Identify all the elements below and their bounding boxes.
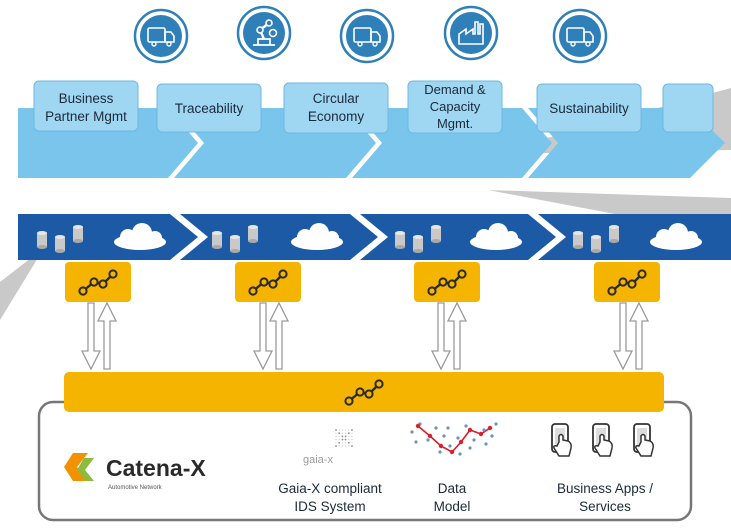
use-case-business-partner-mgmt: Business Partner Mgmt (33, 80, 139, 132)
data-model-graph-icon (410, 422, 498, 456)
use-case-label: Demand & (424, 82, 486, 97)
business-apps-label: Business Apps / (557, 481, 653, 496)
use-case-row: Business Partner Mgmt Traceability Circu… (33, 80, 714, 134)
data-model-label: Model (434, 499, 471, 514)
truck-icon (552, 8, 608, 64)
connector-tile (235, 262, 301, 302)
data-chevron (180, 214, 378, 260)
data-exchange-row (18, 214, 731, 260)
touch-phone-icon (551, 423, 573, 457)
top-icon-row (133, 5, 608, 64)
use-case-label: Business (59, 91, 114, 106)
gaia-x-system: gaia-x Gaia-X compliant IDS System (278, 429, 382, 514)
factory-icon (443, 5, 499, 61)
catena-x-tagline: Automotive Network (108, 485, 163, 491)
use-case-label: Mgmt. (437, 116, 473, 131)
up-down-arrow-icon (81, 302, 117, 370)
up-down-arrow-icon (613, 302, 649, 370)
data-chevron (538, 214, 731, 260)
catena-x-wordmark: Catena-X (106, 455, 206, 481)
bidirectional-arrows (81, 302, 649, 370)
gaia-x-dots-icon (335, 429, 353, 447)
gaia-x-logo-text: gaia-x (303, 454, 333, 466)
gaia-x-label: IDS System (294, 499, 365, 514)
up-down-arrow-icon (253, 302, 289, 370)
business-apps-label: Services (579, 499, 631, 514)
use-case-label: Traceability (175, 101, 244, 116)
use-case-label: Partner Mgmt (45, 109, 127, 124)
use-case-unlabeled (662, 83, 714, 133)
zoom-beam-left (0, 248, 44, 320)
connector-row (65, 262, 660, 302)
use-case-label: Circular (313, 91, 360, 106)
touch-phone-icon (633, 423, 655, 457)
use-case-demand-capacity-mgmt: Demand & Capacity Mgmt. (407, 80, 503, 134)
use-case-label: Capacity (430, 99, 481, 114)
use-case-circular-economy: Circular Economy (283, 82, 389, 134)
use-case-label: Sustainability (549, 101, 629, 116)
catena-x-logo-mark (64, 453, 94, 481)
use-case-sustainability: Sustainability (536, 83, 642, 133)
robot-arm-icon (236, 5, 292, 61)
truck-icon (339, 8, 395, 64)
up-down-arrow-icon (431, 302, 467, 370)
use-case-traceability: Traceability (156, 83, 262, 133)
catena-x-logo: Catena-X Automotive Network (64, 453, 206, 491)
gaia-x-label: Gaia-X compliant (278, 481, 382, 496)
touch-phone-icon (592, 423, 614, 457)
truck-icon (133, 8, 189, 64)
connector-tile (594, 262, 660, 302)
network-backbone-bar (64, 372, 664, 412)
connector-tile (414, 262, 480, 302)
business-apps: Business Apps / Services (551, 423, 655, 514)
data-model: Data Model (410, 422, 498, 514)
use-case-label: Economy (308, 109, 365, 124)
connector-tile (65, 262, 131, 302)
data-model-label: Data (438, 481, 467, 496)
data-chevron (360, 214, 556, 260)
